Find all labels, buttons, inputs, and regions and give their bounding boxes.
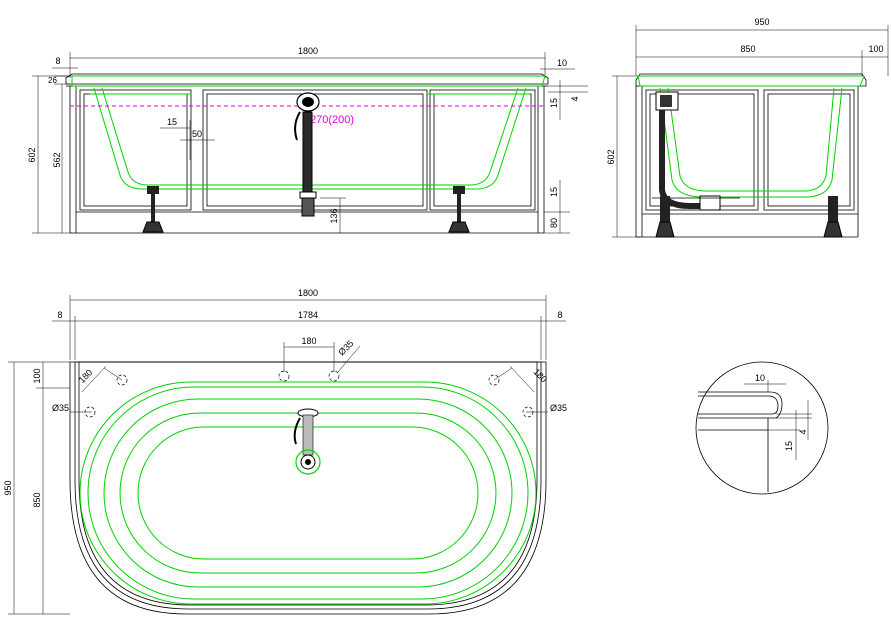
- front-inner-offset-2-label: 50: [192, 129, 202, 139]
- plan-bath-outline: [69, 361, 547, 615]
- plan-inner-width-label: 1784: [298, 310, 318, 320]
- corner-offset-right-label: 180: [531, 367, 549, 385]
- side-waste-pipe: [652, 91, 740, 211]
- plan-waste-fitting: [293, 408, 321, 475]
- front-body-height-dimension: 562: [52, 84, 63, 233]
- front-right-overhang-dimension: 10: [540, 58, 575, 70]
- front-lip-gap-label: 4: [570, 96, 580, 101]
- side-inner-depth-label: 850: [740, 44, 755, 54]
- front-inner-offset-label: 15: [167, 117, 177, 127]
- side-foot-left: [655, 196, 675, 238]
- front-bottom-gap-label: 15: [549, 187, 559, 197]
- detail-lip-width-label: 10: [755, 373, 765, 383]
- tap-hole-corner-right: [488, 374, 500, 386]
- tap-hole-left-label: Ø35: [52, 403, 69, 413]
- tap-hole-right-center: [328, 370, 340, 382]
- waste-height-label: 136: [329, 208, 339, 223]
- front-body-height-label: 562: [52, 152, 62, 167]
- front-left-rim-dimension: 8: [52, 56, 78, 69]
- tap-hole-corner-left: [116, 374, 128, 386]
- plan-right-edge-label: 8: [557, 310, 562, 320]
- front-width-label: 1800: [298, 46, 318, 56]
- front-inner-offset-dimension: 15 50: [160, 117, 215, 160]
- plan-depth-dimension: 950 100 850: [3, 361, 70, 615]
- front-waste-assembly: 136: [294, 92, 346, 233]
- side-height-label: 602: [606, 149, 616, 164]
- plan-tap-dimensions: 180 Ø35 180 180 Ø35 Ø35: [52, 336, 567, 413]
- front-foot-left: [142, 186, 164, 233]
- plan-width-dimension: 1800: [69, 288, 547, 360]
- tap-hole-right-label: Ø35: [550, 403, 567, 413]
- detail-view: 10 4 15: [695, 361, 829, 495]
- front-right-overhang-label: 10: [557, 58, 567, 68]
- front-lip-drop-label: 15: [549, 98, 559, 108]
- front-view: 1800 8 10 602 562 26: [27, 46, 588, 234]
- overflow-height-label: 270(200): [310, 114, 354, 126]
- plan-inner-depth-label: 850: [32, 492, 42, 507]
- detail-circle: [695, 361, 829, 495]
- side-view: 950 850 100 602: [606, 17, 889, 238]
- side-foot-right: [823, 196, 843, 238]
- detail-dimensions: 10 4 15: [744, 373, 812, 460]
- front-plinth-label: 80: [549, 218, 559, 228]
- side-depth-dimension: 950 850 100: [635, 17, 889, 76]
- front-rim-thickness-label: 26: [48, 76, 57, 85]
- detail-lip-drop-label: 15: [784, 441, 794, 451]
- front-right-dimensions: 15 4 15 80: [544, 80, 588, 234]
- front-overflow-line: 270(200): [70, 105, 544, 126]
- tap-spacing-label: 180: [301, 336, 316, 346]
- front-foot-right: [448, 186, 470, 233]
- plan-left-edge-label: 8: [57, 310, 62, 320]
- plan-top-margin-label: 100: [32, 368, 42, 383]
- plan-view: 1800 1784 8 8 950 100 850: [3, 288, 567, 615]
- front-left-rim-label: 8: [55, 56, 60, 66]
- front-overall-height-dimension: 602: [27, 75, 72, 234]
- plan-inner-width-dimension: 1784 8 8: [52, 310, 566, 360]
- side-basin-outline: [637, 75, 865, 198]
- plan-depth-label: 950: [3, 480, 13, 495]
- side-back-offset-label: 100: [868, 44, 883, 54]
- front-width-dimension: 1800: [69, 46, 546, 78]
- detail-lip-gap-label: 4: [798, 429, 808, 434]
- plan-width-label: 1800: [298, 288, 318, 298]
- detail-lip-section: [698, 391, 783, 492]
- side-height-dimension: 602: [606, 75, 640, 238]
- side-depth-label: 950: [754, 17, 769, 27]
- tap-hole-left-center: [278, 370, 290, 382]
- front-overall-height-label: 602: [27, 147, 37, 162]
